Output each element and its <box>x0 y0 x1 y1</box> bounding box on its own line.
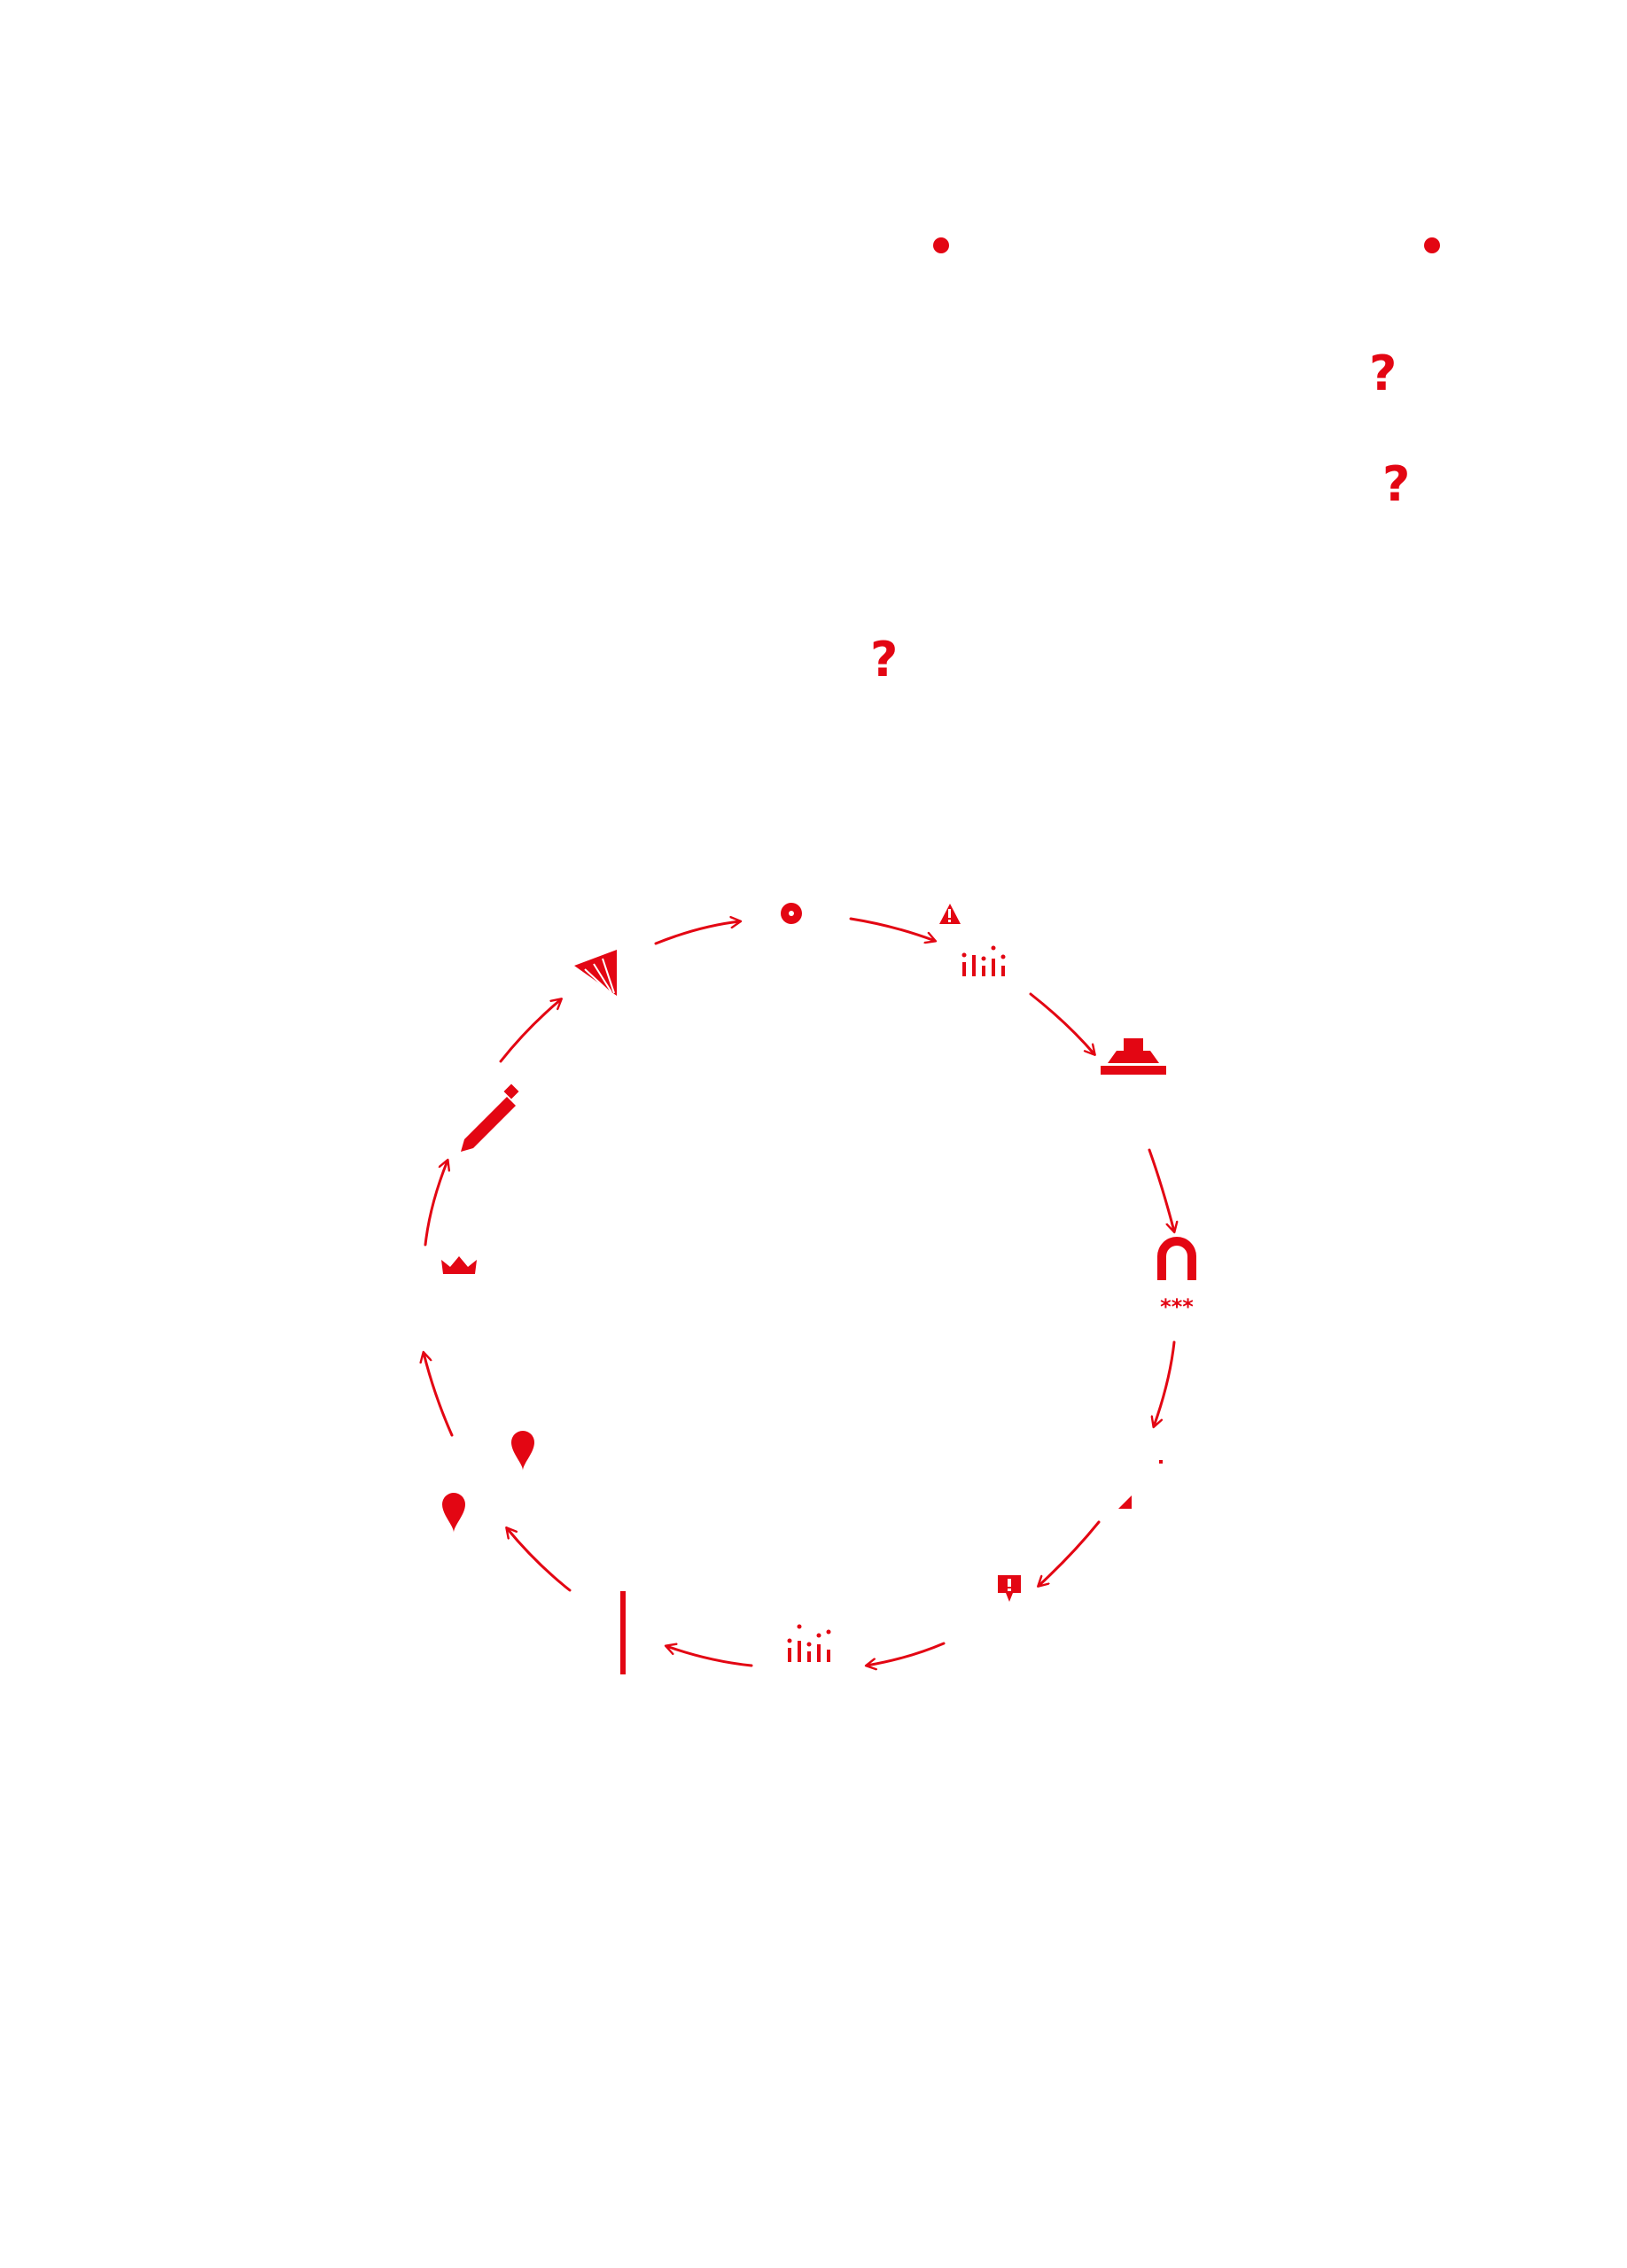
alert-badge-icon <box>998 1575 1021 1602</box>
arrow-8 <box>666 1646 753 1667</box>
svg-text:***: *** <box>1160 1294 1194 1319</box>
magnet-stars-icon: *** <box>1157 1237 1196 1319</box>
stage-platform-icon <box>1101 1038 1166 1075</box>
arrow-11 <box>424 1161 448 1247</box>
fan-icon <box>574 950 617 996</box>
arrow-5 <box>1154 1340 1176 1426</box>
arrow-10 <box>424 1353 454 1437</box>
arrow-12 <box>499 999 561 1063</box>
arrow-4 <box>1148 1148 1174 1231</box>
arrow-6 <box>1039 1520 1101 1586</box>
arrow-9 <box>507 1528 572 1592</box>
header-dot-2 <box>1424 237 1440 253</box>
arrow-2 <box>849 917 935 941</box>
map-pins-icon <box>442 1431 534 1533</box>
pencil-icon <box>461 1084 519 1152</box>
target-dot-icon <box>781 903 802 924</box>
cycle-arrows <box>424 919 1174 1666</box>
crown-icon <box>441 1256 477 1274</box>
vertical-bar-icon <box>620 1591 626 1674</box>
arrow-7 <box>867 1642 946 1666</box>
question-mark-2: ? <box>1382 456 1411 512</box>
small-triangle-icon <box>1118 1460 1163 1509</box>
arrow-1 <box>654 921 740 945</box>
question-mark-3: ? <box>870 632 899 687</box>
warning-chart-icon <box>939 904 1006 976</box>
header-dot-1 <box>933 237 949 253</box>
question-mark-1: ? <box>1369 346 1397 401</box>
dotted-chart-icon <box>787 1624 831 1662</box>
arrow-3 <box>1029 992 1094 1054</box>
